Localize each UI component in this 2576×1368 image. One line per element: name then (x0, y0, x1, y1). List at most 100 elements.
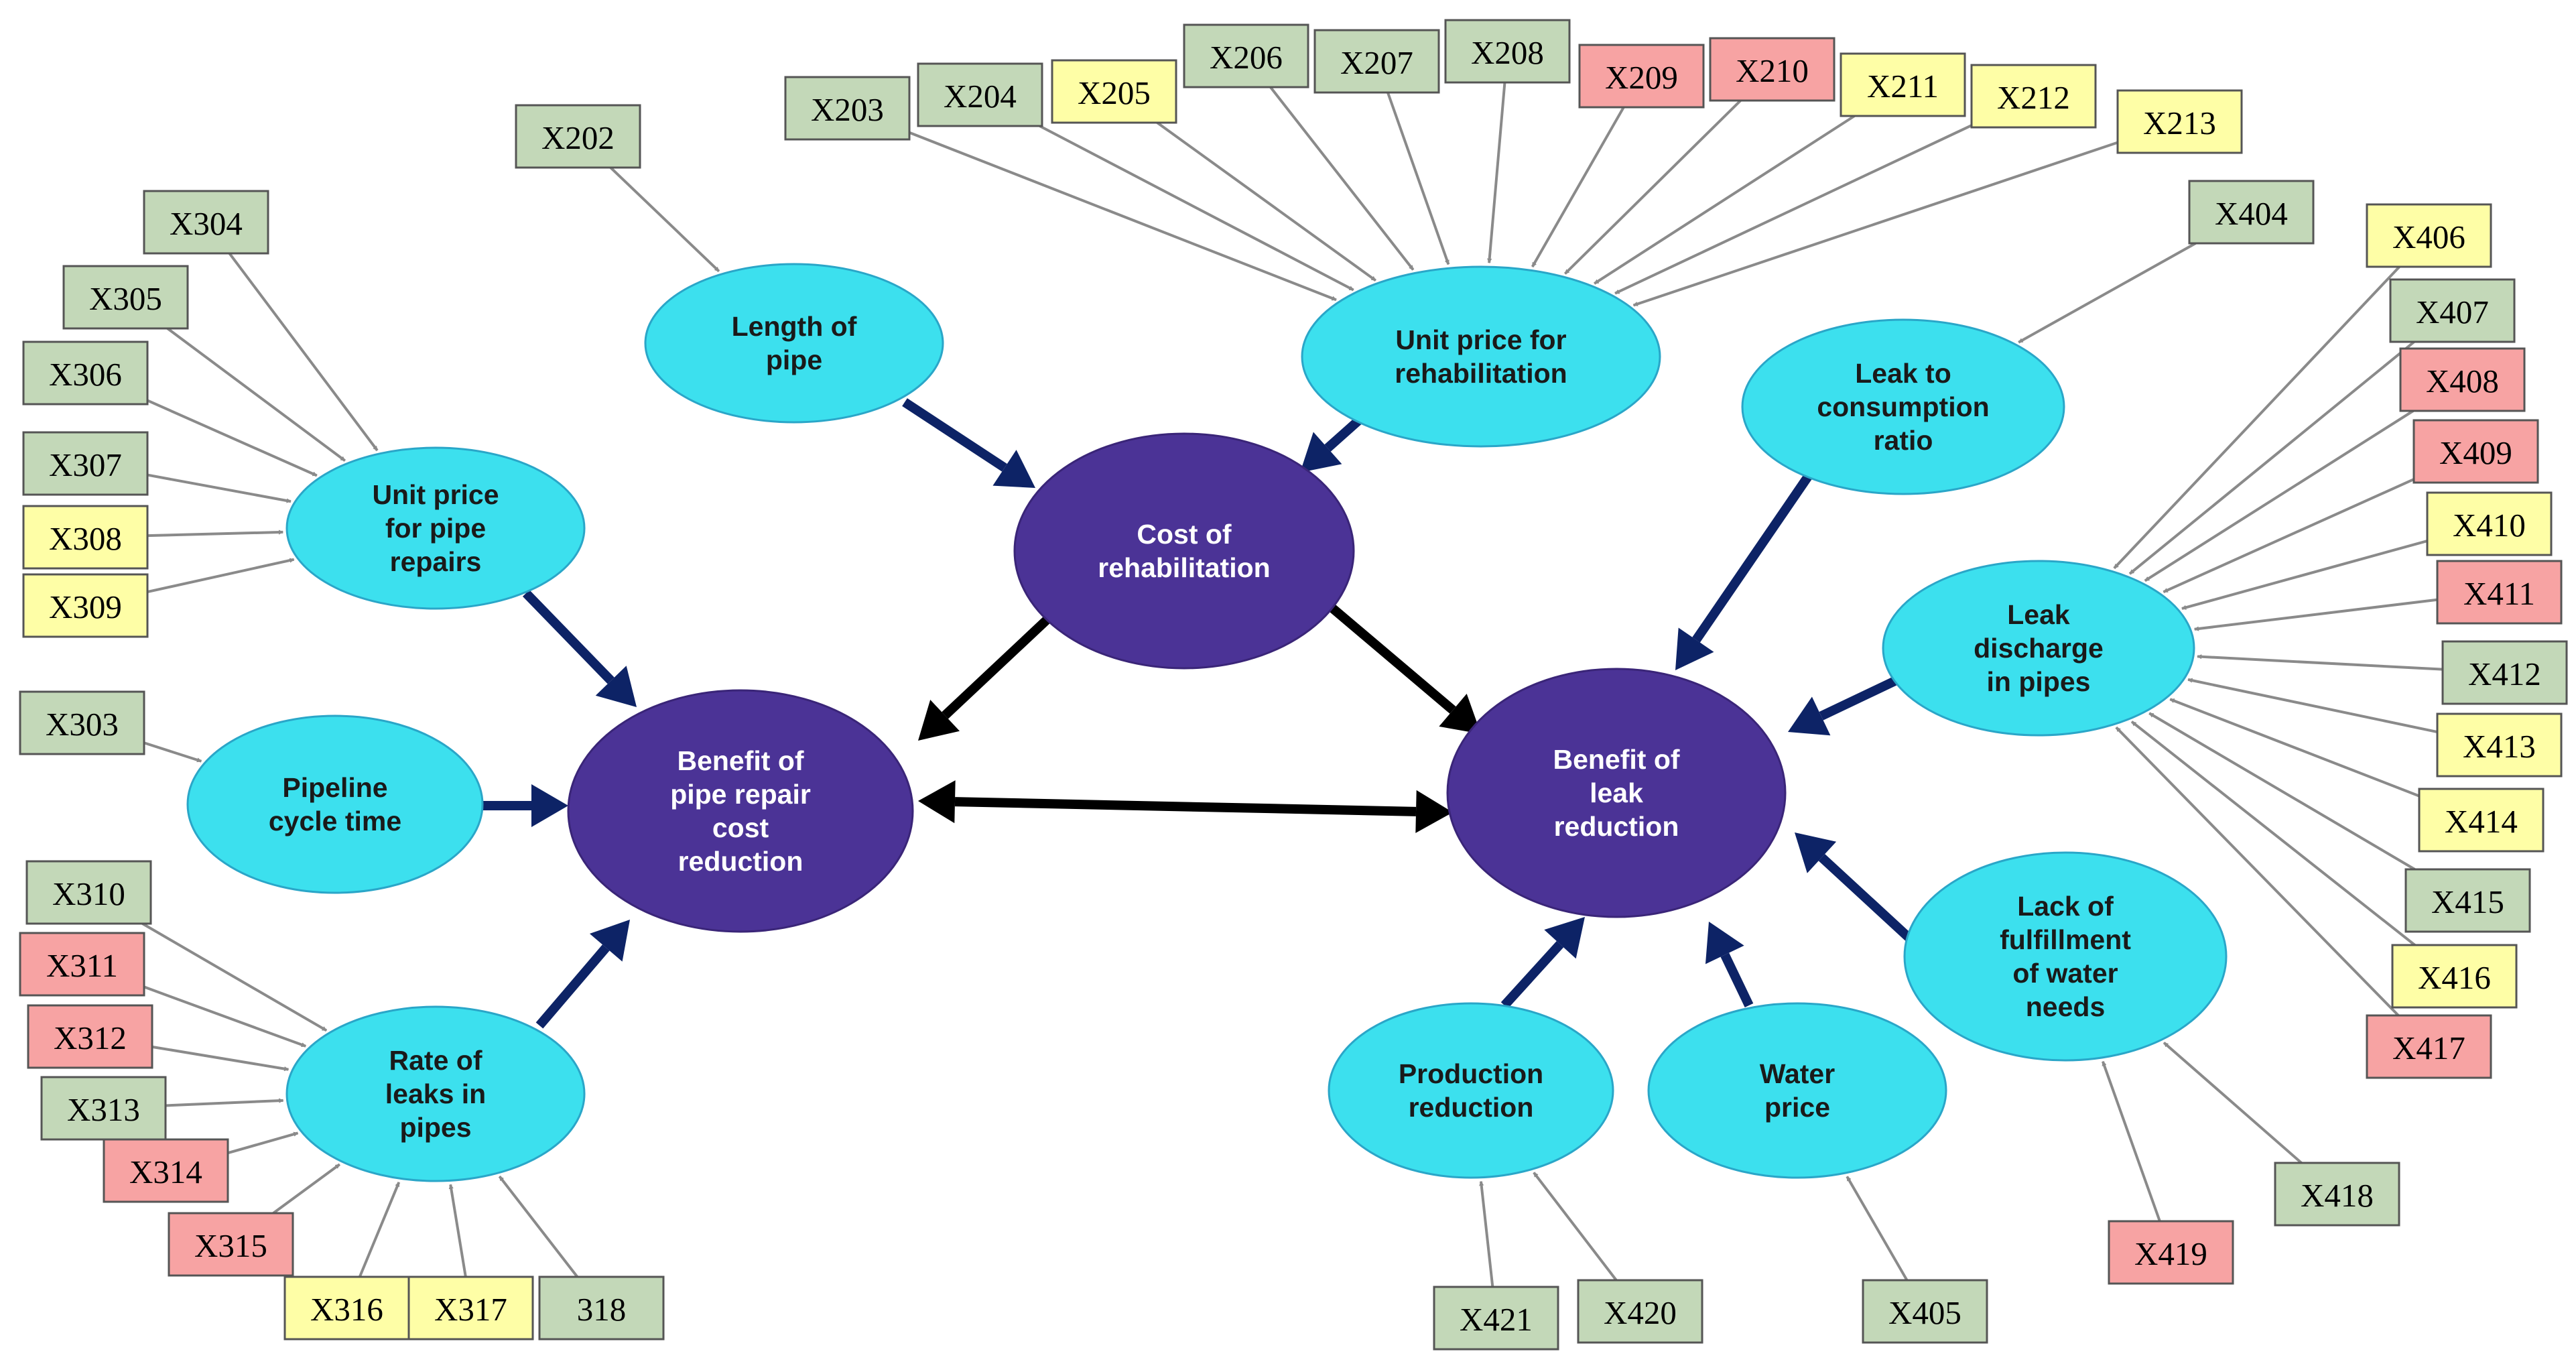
variable-box-x311: X311 (19, 932, 145, 997)
node-lack-fulfillment-label-line: of water (2012, 958, 2118, 989)
variable-box-x310-rect (25, 860, 152, 925)
variable-box-x313: X313 (40, 1076, 167, 1141)
variable-box-label: X203 (811, 91, 884, 128)
variable-box-label: X418 (2301, 1177, 2374, 1214)
variable-box-label: X204 (944, 78, 1017, 115)
variable-box-label: X314 (129, 1154, 202, 1190)
node-water-price-shape (1647, 1002, 1947, 1179)
arrow-x419-to-lack-fulfillment (2102, 1061, 2161, 1222)
variable-box-label: X404 (2215, 195, 2288, 232)
arrow-x417-to-leak-discharge (2115, 726, 2400, 1017)
variable-box-x413: X413 (2436, 712, 2563, 778)
variable-box-x202-rect (515, 104, 641, 169)
variable-box-label: X420 (1604, 1294, 1677, 1331)
variable-box-label: X211 (1867, 68, 1939, 105)
variable-box-label: X408 (2426, 363, 2499, 399)
variable-box-x410: X410 (2426, 491, 2553, 556)
variable-box-x312: X312 (27, 1004, 153, 1069)
arrow-x213-to-unit-rehab (1632, 141, 2118, 307)
variable-box-x420: X420 (1577, 1279, 1703, 1344)
variable-box-x208-rect (1444, 19, 1571, 84)
variable-box-x206: X206 (1183, 23, 1309, 88)
node-production-reduction-shape (1328, 1002, 1614, 1179)
arrow-cost-to-benefit-repair (918, 614, 1052, 741)
variable-box-label: X406 (2392, 219, 2465, 255)
variable-box-label: X309 (49, 588, 122, 625)
arrow-x315-to-rate-leaks (272, 1163, 340, 1215)
arrow-x406-to-leak-discharge (2113, 265, 2400, 570)
node-water-price-label-line: price (1764, 1092, 1830, 1123)
variable-box-x407-rect (2389, 278, 2516, 343)
variable-box-label: X206 (1210, 39, 1283, 76)
variable-box-label: X313 (67, 1091, 140, 1128)
node-benefit-leak-shape (1446, 668, 1787, 918)
arrow-x420-to-production-reduction (1533, 1172, 1618, 1282)
variable-box-label: X207 (1340, 44, 1413, 81)
variable-box-x306-rect (22, 340, 149, 406)
node-unit-repair-shape (285, 446, 586, 610)
variable-box-x212-rect (1970, 64, 2097, 129)
arrow-x415-to-leak-discharge (2148, 712, 2416, 871)
variable-box-label: X411 (2463, 575, 2535, 612)
variable-box-x417-rect (2366, 1014, 2492, 1079)
variable-box-x316: X316 (283, 1276, 410, 1341)
arrow-x308-to-unit-repair (147, 530, 283, 538)
arrow-x306-to-unit-repair (147, 399, 318, 477)
variable-box-x309-rect (22, 573, 149, 638)
arrow-x405-to-water-price (1846, 1176, 1909, 1282)
variable-box-label: X315 (194, 1227, 267, 1264)
variable-box-x418-rect (2274, 1162, 2400, 1227)
node-benefit-leak-label-line: Benefit of (1553, 744, 1679, 775)
arrow-x211-to-unit-rehab (1594, 115, 1856, 285)
variable-box-x304: X304 (143, 190, 269, 255)
arrow-x421-to-production-reduction (1479, 1180, 1494, 1288)
node-unit-rehab-label-line: Unit price for (1395, 324, 1566, 355)
variable-box-x415-rect (2404, 868, 2531, 933)
variable-arrows (141, 82, 2443, 1288)
variable-box-x404: X404 (2188, 180, 2315, 245)
variable-box-x311-rect (19, 932, 145, 997)
node-production-reduction-label-line: Production (1399, 1058, 1543, 1089)
variable-box-x203-rect (784, 76, 911, 141)
node-cost-label-line: rehabilitation (1098, 552, 1270, 583)
variable-box-x409: X409 (2412, 419, 2539, 484)
arrow-x411-to-leak-discharge (2193, 598, 2438, 631)
variable-box-x204: X204 (917, 62, 1043, 127)
variable-box-x208: X208 (1444, 19, 1571, 84)
arrow-x312-to-rate-leaks (151, 1045, 289, 1072)
node-rate-leaks-label-line: Rate of (389, 1045, 482, 1076)
variable-box-x408: X408 (2399, 347, 2526, 412)
variable-box-x417: X417 (2366, 1014, 2492, 1079)
node-leak-discharge-label-line: discharge (1974, 633, 2104, 664)
variable-box-x406-rect (2366, 203, 2492, 268)
arrow-unit-rehab-to-cost (1300, 415, 1364, 473)
variable-box-x312-rect (27, 1004, 153, 1069)
variable-box-label: X316 (310, 1291, 383, 1328)
variable-box-x204-rect (917, 62, 1043, 127)
causal-arrows (482, 398, 1917, 1029)
variable-box-label: X416 (2418, 959, 2491, 996)
node-lack-fulfillment-label-line: Lack of (2017, 891, 2114, 922)
variable-box-label: X306 (49, 356, 122, 393)
variable-box-x210-rect (1709, 37, 1836, 102)
variable-box-label: X305 (89, 280, 162, 317)
arrow-x204-to-unit-rehab (1039, 125, 1354, 292)
variable-box-x405: X405 (1862, 1279, 1988, 1344)
variable-box-x207-rect (1313, 29, 1440, 94)
variable-box-label: X213 (2143, 105, 2216, 141)
variable-box-x308: X308 (22, 505, 149, 570)
variable-box-label: X412 (2468, 656, 2541, 692)
arrow-lack-fulfillment-to-benefit-leak (1795, 832, 1917, 946)
variable-box-label: X417 (2392, 1030, 2465, 1066)
node-benefit-repair-shape (567, 689, 914, 933)
variable-box-x405-rect (1862, 1279, 1988, 1344)
node-leak-consumption-label-line: ratio (1874, 425, 1933, 456)
variable-box-x411-rect (2436, 560, 2563, 625)
variable-box-x414: X414 (2418, 788, 2545, 853)
variable-box-x209-rect (1578, 44, 1705, 109)
node-benefit-repair-label-line: Benefit of (677, 745, 803, 776)
